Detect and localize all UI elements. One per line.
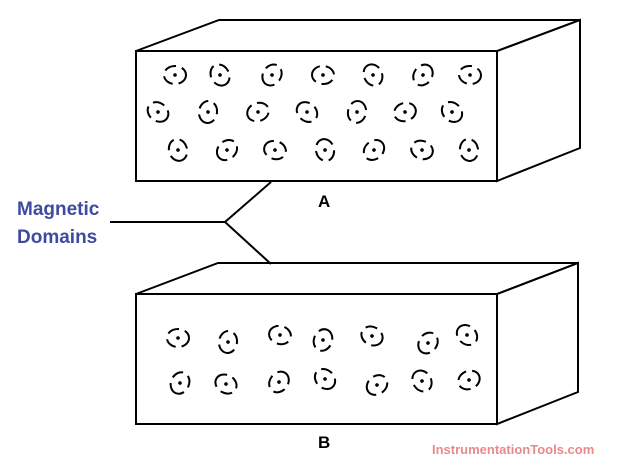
magnetic-domain-icon [268, 324, 292, 346]
magnetic-domain-icon [362, 139, 386, 161]
magnetic-domain-icon [166, 328, 190, 348]
magnetic-domain-icon [458, 138, 480, 162]
callout-label-line2: Domains [17, 227, 98, 248]
magnetic-domain-icon [246, 101, 270, 123]
magnetic-domain-icon [197, 100, 219, 124]
magnetic-domain-icon [167, 138, 189, 162]
magnetic-domain-icon [217, 330, 239, 354]
block-b-domains [166, 324, 481, 396]
magnetic-domain-icon [214, 373, 238, 395]
magnetic-domain-icon [455, 324, 479, 346]
block-a-side-face [496, 18, 581, 183]
magnetic-domain-icon [458, 64, 482, 86]
magnetic-domain-icon [417, 331, 439, 355]
block-b-side-face [496, 261, 579, 426]
magnetic-domain-icon [313, 367, 337, 391]
magnetic-domain-icon [412, 63, 434, 87]
magnetic-domain-icon [268, 370, 290, 394]
callout-leader [110, 181, 272, 265]
magnetic-domain-icon [295, 101, 319, 123]
magnetic-domain-icon [209, 63, 231, 87]
magnetic-domain-icon [311, 64, 335, 86]
magnetic-domain-icon [215, 138, 239, 162]
magnetic-domain-icon [169, 371, 191, 395]
magnetic-domain-icon [312, 328, 334, 352]
magnetic-domain-icon [440, 101, 464, 123]
block-b [135, 261, 579, 426]
magnetic-domain-icon [410, 139, 434, 161]
magnetic-domain-icon [163, 65, 187, 85]
magnetic-domain-icon [346, 100, 368, 124]
block-a-top-face [135, 19, 581, 52]
callout-leader-to-b [224, 221, 272, 265]
magnetic-domain-icon [411, 369, 433, 393]
magnetic-domain-icon [146, 101, 170, 123]
block-b-front-face [135, 293, 498, 425]
magnetic-domain-icon [360, 325, 384, 347]
callout-leader-to-a [224, 181, 272, 223]
magnetic-domain-icon [365, 374, 389, 396]
magnetic-domain-icon [457, 369, 481, 391]
callout-label-line1: Magnetic [17, 199, 100, 220]
block-a [135, 18, 581, 183]
magnetic-domain-icon [362, 63, 384, 87]
magnetic-domain-icon [393, 101, 417, 123]
magnetic-domain-icon [261, 63, 283, 87]
block-a-label: A [318, 192, 331, 211]
block-a-domains [146, 63, 482, 162]
magnetic-domain-icon [263, 139, 287, 161]
watermark-text: InstrumentationTools.com [432, 442, 595, 457]
block-b-label: B [318, 433, 331, 452]
magnetic-domain-icon [314, 138, 336, 162]
